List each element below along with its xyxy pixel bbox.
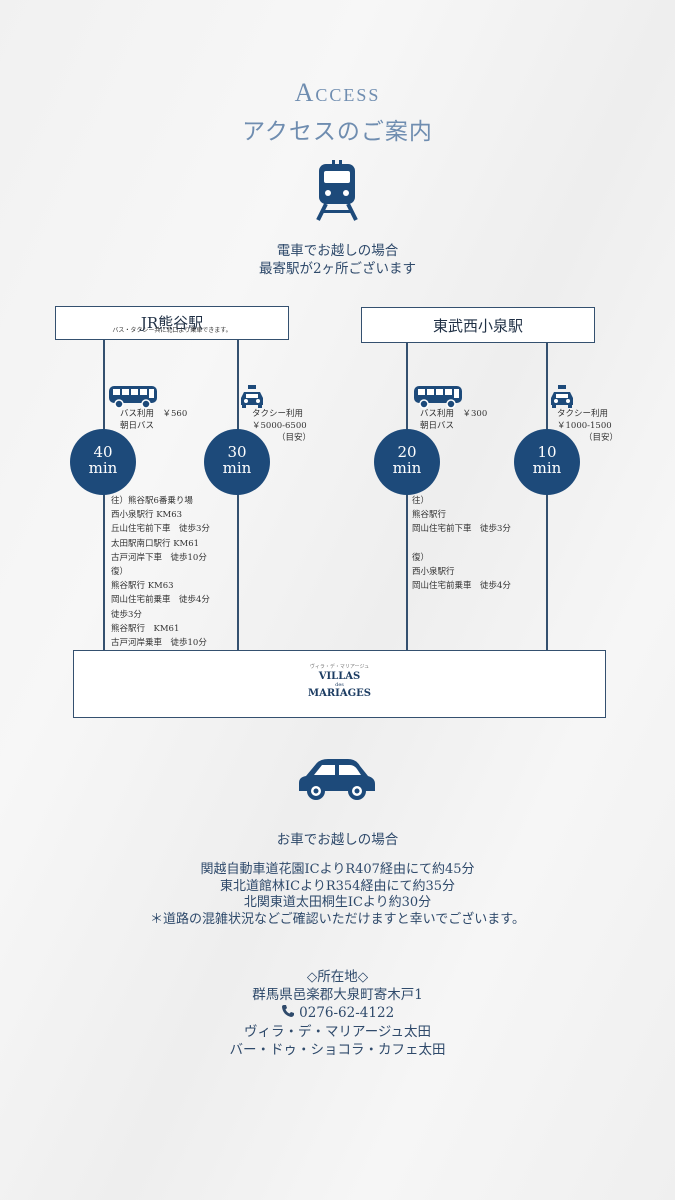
time-badge-tobu-bus: 20 min — [374, 429, 440, 495]
info-line: （目安） — [584, 433, 619, 443]
address-location: 群馬県邑楽郡大泉町寄木戸1 — [252, 987, 423, 1003]
time-value: 30 — [227, 443, 247, 461]
route-line: 岡山住宅前乗車 徒歩4分 — [412, 581, 511, 592]
station-name: JR熊谷駅 — [140, 314, 204, 332]
info-line: ￥5000-6500 — [252, 421, 307, 431]
time-value: 20 — [397, 443, 417, 461]
route-line: 熊谷駅行 KM61 — [111, 623, 180, 634]
route-line-tobu-bus — [406, 342, 408, 652]
route-line: 古戸河岸下車 徒歩10分 — [111, 552, 207, 563]
time-unit: min — [222, 459, 252, 477]
route-line-tobu-taxi — [546, 342, 548, 652]
route-line: 往）熊谷駅6番乗り場 — [111, 496, 193, 506]
info-line: 朝日バス — [120, 421, 155, 431]
car-line: 関越自動車道花園ICよりR407経由にて約45分 — [200, 862, 475, 877]
time-value: 10 — [537, 443, 557, 461]
route-line: 復） — [412, 552, 430, 563]
route-line: 丘山住宅前下車 徒歩3分 — [111, 524, 210, 535]
car-line: ＊道路の混雑状況などご確認いただけますと幸いでございます。 — [150, 911, 525, 927]
jr-taxi-info: タクシー利用 ￥5000-6500 （目安） — [252, 408, 311, 444]
title-en-text: Access — [294, 78, 381, 107]
route-line: 熊谷駅行 KM63 — [111, 581, 174, 592]
tobu-taxi-info: タクシー利用 ￥1000-1500 （目安） — [557, 408, 618, 444]
route-line: 熊谷駅行 — [412, 510, 447, 521]
route-line-jr-bus — [103, 340, 105, 652]
route-line: 復） — [111, 567, 129, 578]
jr-bus-info: バス利用 ￥560 朝日バス — [120, 408, 187, 432]
train-line-1: 電車でお越しの場合 — [276, 243, 399, 259]
station-name: 東武西小泉駅 — [432, 317, 523, 335]
address-heading: ◇所在地◇ — [306, 969, 369, 985]
jr-bus-route: 往）熊谷駅6番乗り場 西小泉駅行 KM63 丘山住宅前下車 徒歩3分 太田駅南口… — [111, 494, 210, 650]
route-line: 岡山住宅前下車 徒歩3分 — [412, 524, 511, 535]
page-title: アクセスのご案内 — [242, 119, 433, 145]
info-line: バス利用 ￥560 — [120, 409, 188, 419]
address-block: ◇所在地◇ 群馬県邑楽郡大泉町寄木戸1 0276-62-4122 ヴィラ・デ・マ… — [0, 968, 675, 1059]
train-line-2: 最寄駅が2ヶ所ございます — [258, 261, 417, 277]
info-line: ￥1000-1500 — [557, 421, 612, 431]
venue-name-2: バー・ドゥ・ショコラ・カフェ太田 — [229, 1042, 446, 1058]
route-line: 往） — [412, 496, 430, 506]
route-line: 徒歩3分 — [111, 609, 142, 620]
car-directions: 関越自動車道花園ICよりR407経由にて約45分 東北道館林ICよりR354経由… — [0, 862, 675, 928]
info-line: タクシー利用 — [252, 409, 304, 419]
car-line: 東北道館林ICよりR354経由にて約35分 — [220, 878, 455, 894]
destination-box: ヴィラ・デ・マリアージュ VILLAS des MARIAGES — [73, 650, 606, 718]
tobu-bus-route: 往） 熊谷駅行 岡山住宅前下車 徒歩3分 復） 西小泉駅行 岡山住宅前乗車 徒歩… — [412, 494, 511, 593]
station-jr-kumagaya: JR熊谷駅 バス・タクシー共に北口より乗車できます。 — [55, 306, 289, 340]
time-unit: min — [532, 459, 562, 477]
time-badge-jr-bus: 40 min — [70, 429, 136, 495]
car-line: 北関東道太田桐生ICより約30分 — [243, 895, 432, 910]
taxi-icon — [240, 385, 264, 413]
bus-icon — [108, 385, 158, 413]
bus-icon — [413, 385, 463, 413]
logo-des: des — [335, 682, 344, 688]
route-line: 西小泉駅行 KM63 — [111, 510, 183, 521]
route-line: 西小泉駅行 — [412, 567, 455, 577]
train-icon — [316, 160, 358, 222]
page-title-en: Access — [0, 78, 675, 108]
logo-line2: MARIAGES — [308, 688, 371, 699]
route-line — [412, 537, 511, 551]
route-line-jr-taxi — [237, 340, 239, 652]
route-line: 太田駅南口駅行 KM61 — [111, 538, 200, 549]
route-line: 岡山住宅前乗車 徒歩4分 — [111, 595, 210, 606]
tobu-bus-info: バス利用 ￥300 朝日バス — [420, 408, 487, 432]
time-badge-jr-taxi: 30 min — [204, 429, 270, 495]
logo-subtitle: ヴィラ・デ・マリアージュ — [309, 664, 370, 670]
station-note: バス・タクシー共に北口より乗車できます。 — [112, 327, 232, 334]
time-unit: min — [88, 459, 118, 477]
time-unit: min — [392, 459, 422, 477]
logo-line1: VILLAS — [318, 671, 361, 682]
time-badge-tobu-taxi: 10 min — [514, 429, 580, 495]
car-icon — [298, 758, 376, 806]
phone-number[interactable]: 0276-62-4122 — [299, 1005, 395, 1021]
time-value: 40 — [93, 443, 113, 461]
route-line: 古戸河岸乗車 徒歩10分 — [111, 638, 207, 649]
phone-icon — [281, 1004, 295, 1023]
info-line: 朝日バス — [420, 421, 455, 431]
car-title: お車でお越しの場合 — [276, 832, 399, 848]
station-tobu-nishikoizumi: 東武西小泉駅 — [361, 307, 595, 343]
info-line: バス利用 ￥300 — [420, 409, 488, 419]
address-phone-row: 0276-62-4122 — [0, 1004, 675, 1023]
info-line: タクシー利用 — [557, 409, 609, 419]
venue-name-1: ヴィラ・デ・マリアージュ太田 — [244, 1024, 431, 1040]
train-description: 電車でお越しの場合 最寄駅が2ヶ所ございます — [0, 242, 675, 278]
info-line: （目安） — [277, 433, 312, 443]
taxi-icon — [550, 385, 574, 413]
